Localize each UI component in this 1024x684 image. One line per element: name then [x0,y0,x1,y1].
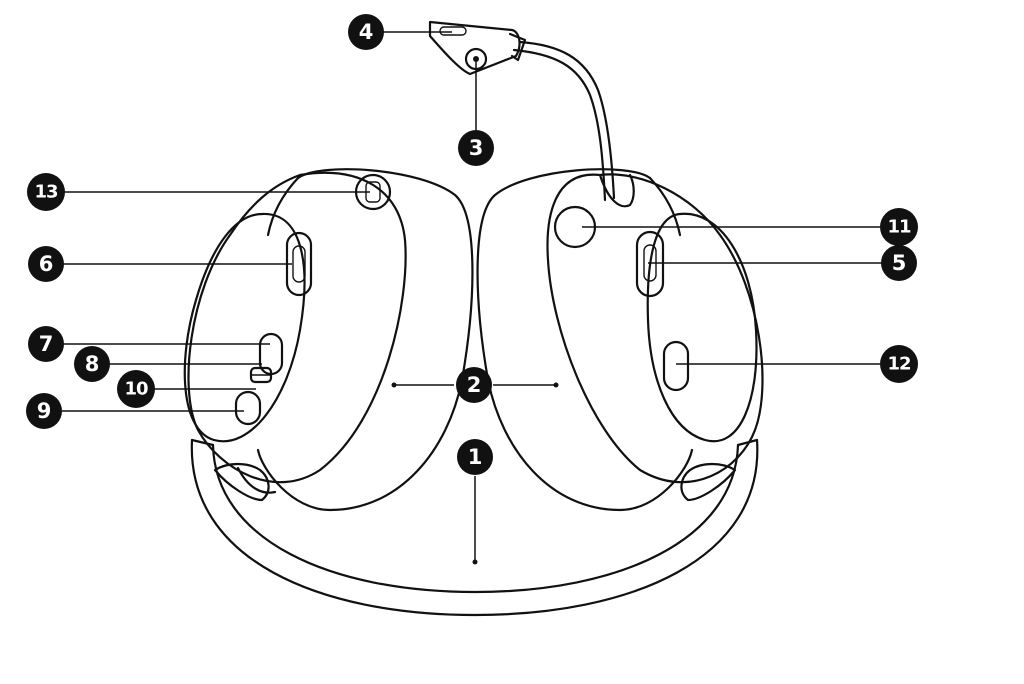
mic-head [428,20,527,76]
callout-1-label: 1 [468,445,483,469]
callout-13: 13 [27,173,65,211]
callout-10-label: 10 [124,379,148,400]
right-ear-cup [476,40,764,512]
headband [190,438,759,617]
callout-10: 10 [117,370,155,408]
leader-lines [62,31,882,565]
callout-5: 5 [881,245,917,281]
left-ear-cup [183,168,474,512]
callout-9: 9 [26,393,62,429]
right-scroll-wheel [635,230,665,298]
callout-9-label: 9 [37,399,52,423]
callout-2: 2 [456,367,492,403]
callout-13-label: 13 [34,182,58,203]
callout-6: 6 [28,246,64,282]
left-button-lower [234,390,262,426]
callout-2-label: 2 [467,373,482,397]
callout-3: 3 [458,130,494,166]
callout-4: 4 [348,14,384,50]
callout-12-label: 12 [887,354,910,375]
callout-7: 7 [28,326,64,362]
callout-12: 12 [880,345,918,383]
callout-6-label: 6 [39,252,54,276]
callout-8: 8 [74,346,110,382]
callout-5-label: 5 [892,251,907,275]
callout-7-label: 7 [39,332,54,356]
callout-11: 11 [880,208,918,246]
mute-indicator [439,26,467,36]
callout-11-label: 11 [887,217,911,238]
callout-3-label: 3 [469,136,484,160]
right-button [662,340,690,392]
callout-8-label: 8 [85,352,100,376]
callout-1: 1 [457,439,493,475]
left-switch [249,366,273,384]
callout-4-label: 4 [359,20,374,44]
